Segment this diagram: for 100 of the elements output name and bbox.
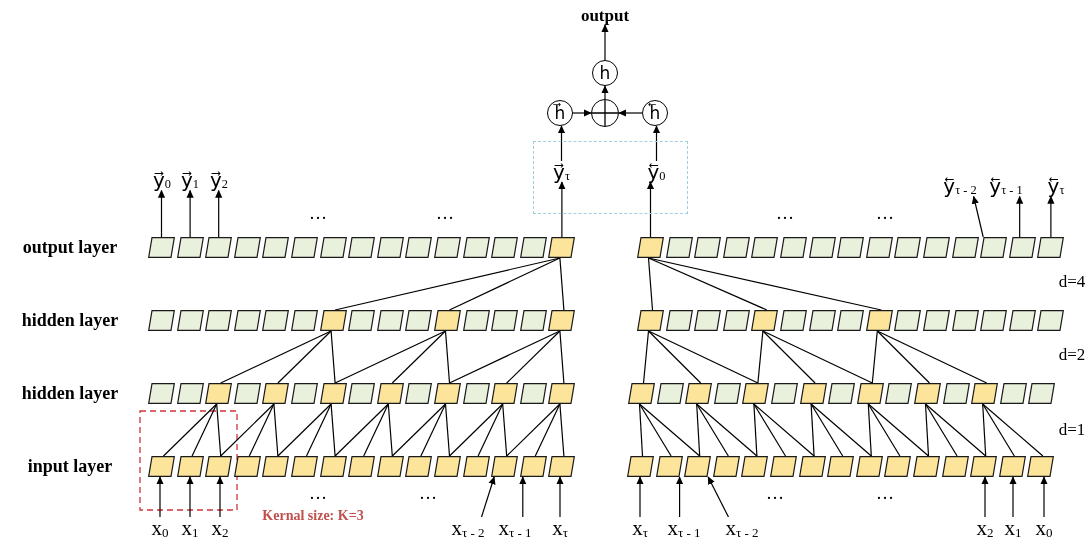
- layer-cell: [405, 237, 433, 258]
- connection-line: [277, 330, 332, 384]
- dilation-label: d=2: [1058, 346, 1086, 364]
- layer-cell: [205, 237, 233, 258]
- ellipsis: …: [419, 483, 437, 503]
- layer-cell: [980, 237, 1008, 258]
- layer-cell: [923, 310, 950, 331]
- connection-line: [867, 403, 901, 457]
- hidden-state-circle: h⃗: [547, 100, 573, 126]
- arrow: [186, 189, 194, 238]
- layer-cell: [376, 237, 404, 258]
- output-symbol: y⃖$_{τ - 1}$: [989, 175, 1023, 197]
- layer-cell: [376, 383, 404, 404]
- layer-cell: [176, 383, 204, 404]
- layer-cell: [685, 383, 713, 404]
- layer-cell: [684, 456, 712, 477]
- connection-line: [810, 403, 872, 457]
- connection-line: [647, 330, 702, 384]
- output-symbol: y⃗$_{2}$: [210, 169, 228, 191]
- layer-cell: [827, 456, 855, 477]
- layer-cell: [770, 456, 797, 477]
- layer-label: output layer: [22, 237, 118, 257]
- arrow: [1047, 195, 1055, 238]
- input-symbol: x$_{2}$: [976, 517, 994, 539]
- connection-line: [762, 330, 816, 384]
- layer-cell: [376, 456, 404, 477]
- connection-line: [248, 403, 275, 457]
- connection-line: [762, 330, 873, 384]
- input-symbol: x$_{τ - 2}$: [725, 517, 759, 539]
- input-symbol: x$_{0}$: [151, 517, 169, 539]
- connection-line: [391, 330, 447, 384]
- arrow: [186, 476, 194, 518]
- layer-label: input layer: [27, 456, 113, 476]
- arrow: [601, 85, 609, 100]
- layer-cell: [808, 310, 836, 331]
- arrow: [215, 189, 223, 238]
- connection-line: [444, 330, 451, 384]
- layer-cell: [348, 237, 376, 258]
- input-symbol: x$_{τ}$: [552, 517, 568, 539]
- layer-cell: [1008, 237, 1036, 258]
- layer-cell: [462, 383, 490, 404]
- arrow: [519, 476, 527, 518]
- layer-cell: [837, 310, 865, 331]
- layer-cell: [262, 456, 290, 477]
- connection-line: [420, 403, 447, 457]
- arrow: [636, 476, 644, 518]
- layer-cell: [348, 310, 376, 331]
- layer-cell: [771, 383, 798, 404]
- connection-line: [924, 403, 930, 457]
- arrow: [1009, 476, 1017, 518]
- layer-cell: [951, 237, 979, 258]
- layer-cell: [491, 456, 519, 477]
- connection-line: [696, 403, 701, 457]
- input-symbol: x$_{τ}$: [632, 517, 648, 539]
- layer-label: hidden layer: [21, 383, 119, 403]
- layer-cell: [233, 383, 261, 404]
- layer-cell: [665, 310, 693, 331]
- layer-cell: [722, 237, 750, 258]
- connection-line: [647, 330, 759, 384]
- connection-line: [220, 403, 275, 457]
- layer-cell: [798, 456, 826, 477]
- layer-cell: [291, 237, 318, 258]
- ellipsis: …: [436, 203, 454, 223]
- layer-cell: [348, 456, 376, 477]
- output-symbol: y⃗$_{0}$: [153, 169, 171, 191]
- arrow: [676, 476, 684, 518]
- layer-cell: [722, 310, 750, 331]
- output-symbol: y⃗$_{1}$: [181, 169, 199, 191]
- ellipsis: …: [876, 203, 894, 223]
- layer-cell: [751, 310, 779, 331]
- ellipsis: …: [309, 203, 327, 223]
- layer-cell: [319, 383, 347, 404]
- arrow: [157, 189, 166, 238]
- layer-cell: [914, 383, 941, 404]
- layer-cell: [233, 237, 261, 258]
- layer-cell: [712, 456, 740, 477]
- layer-cell: [291, 310, 318, 331]
- kernel-size-label: Kernal size: K=3: [262, 508, 364, 524]
- connection-line: [638, 403, 644, 457]
- dashed-group-box: [533, 141, 688, 214]
- layer-cell: [808, 237, 836, 258]
- arrow: [480, 476, 496, 518]
- connection-line: [506, 403, 561, 457]
- layer-cell: [865, 310, 893, 331]
- layer-cell: [319, 456, 347, 477]
- layer-cell: [148, 310, 175, 331]
- arrow: [1016, 195, 1024, 238]
- layer-cell: [519, 383, 547, 404]
- input-symbol: x$_{1}$: [1004, 517, 1022, 539]
- connection-line: [534, 403, 561, 457]
- connection-line: [867, 403, 930, 457]
- connection-line: [810, 403, 844, 457]
- layer-cell: [855, 456, 883, 477]
- connection-line: [924, 403, 958, 457]
- layer-cell: [434, 383, 461, 404]
- connection-line: [220, 330, 332, 384]
- arrow: [707, 476, 730, 518]
- layer-cell: [262, 383, 290, 404]
- arrow: [601, 24, 609, 61]
- layer-cell: [462, 237, 490, 258]
